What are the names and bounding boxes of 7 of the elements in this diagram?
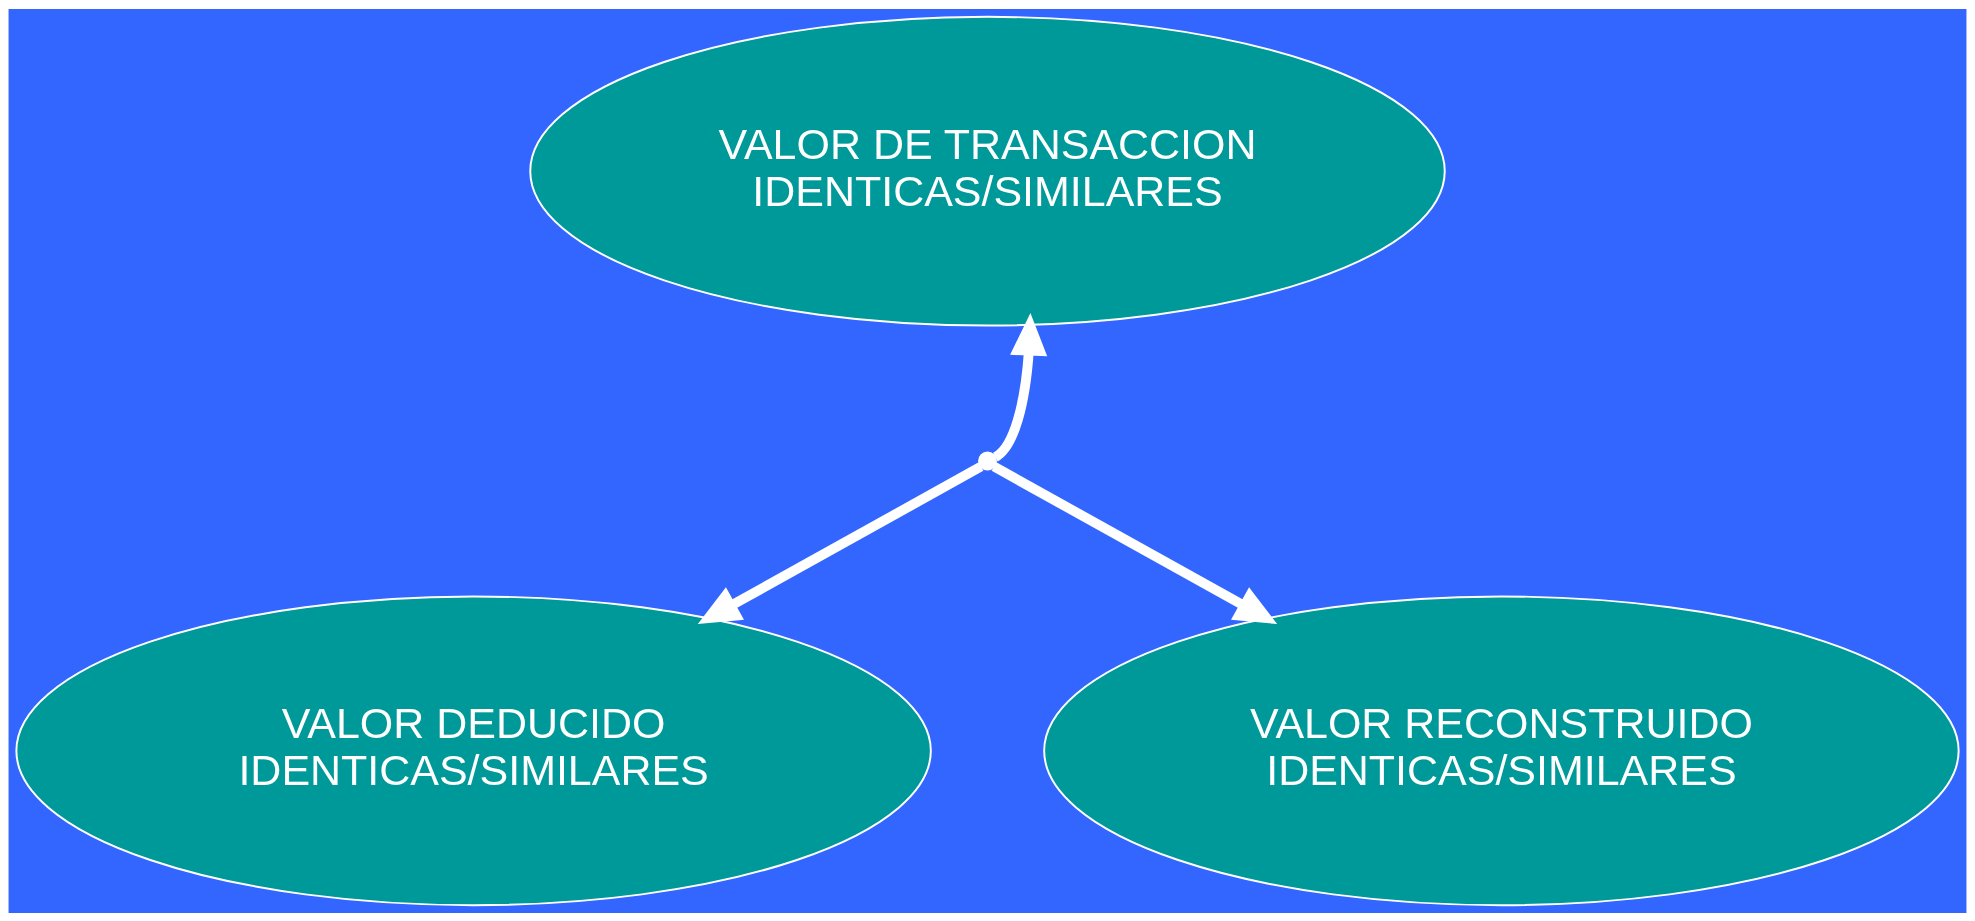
node-ellipse: VALOR DE TRANSACCION IDENTICAS/SIMILARES <box>529 15 1446 327</box>
arrow <box>992 312 1048 461</box>
node-ellipse: VALOR DEDUCIDO IDENTICAS/SIMILARES <box>15 594 932 906</box>
arrow <box>991 461 1278 624</box>
arrow <box>697 461 984 624</box>
node-point <box>978 451 997 470</box>
node-ellipse: VALOR RECONSTRUIDO IDENTICAS/SIMILARES <box>1043 594 1960 906</box>
